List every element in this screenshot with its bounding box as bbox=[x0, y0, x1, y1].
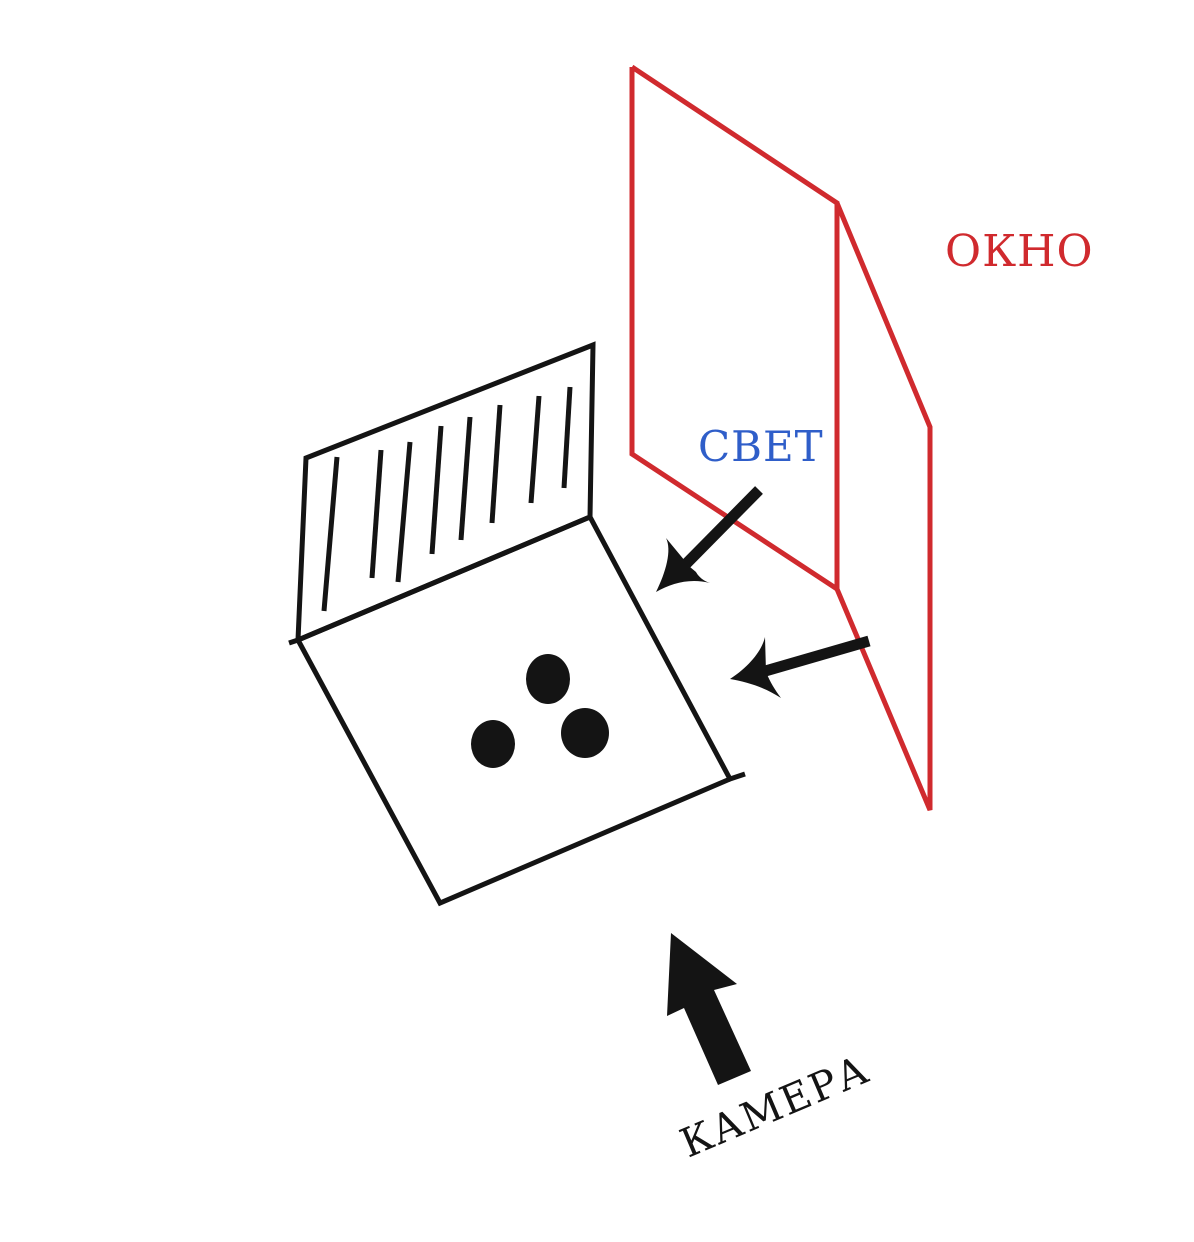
light-arrow-lower bbox=[730, 635, 871, 698]
backdrop-stripe bbox=[458, 416, 473, 541]
backdrop-stripe bbox=[429, 425, 444, 555]
dot-right bbox=[561, 708, 609, 758]
arrow-head bbox=[656, 538, 710, 592]
table-dots bbox=[471, 654, 609, 768]
window-label: ОКНО bbox=[945, 226, 1094, 277]
dot-left bbox=[471, 720, 515, 768]
backdrop-outline bbox=[295, 341, 596, 643]
arrow-head bbox=[730, 637, 781, 698]
window-frame bbox=[629, 64, 933, 811]
backdrop-stripes bbox=[321, 386, 573, 612]
backdrop-stripe bbox=[489, 404, 503, 524]
dot-top bbox=[526, 654, 570, 704]
table-outline bbox=[288, 513, 746, 783]
camera-label: КАМЕРА bbox=[674, 1046, 877, 1167]
light-label: СВЕТ bbox=[698, 422, 824, 471]
table bbox=[288, 513, 746, 907]
light-arrows bbox=[656, 486, 871, 698]
backdrop-stripe bbox=[369, 449, 384, 579]
backdrop-stripe bbox=[528, 395, 542, 504]
arrow-shaft bbox=[760, 635, 871, 678]
backdrop-stripe bbox=[395, 441, 413, 583]
window-side-panel bbox=[834, 202, 933, 811]
light-arrow-upper bbox=[656, 486, 763, 592]
backdrop-stripe bbox=[561, 386, 573, 489]
table-front-edges bbox=[295, 638, 731, 907]
arrow-shaft bbox=[681, 486, 763, 569]
camera-arrow bbox=[667, 933, 751, 1085]
backdrop bbox=[295, 341, 596, 643]
backdrop-stripe bbox=[321, 456, 340, 612]
